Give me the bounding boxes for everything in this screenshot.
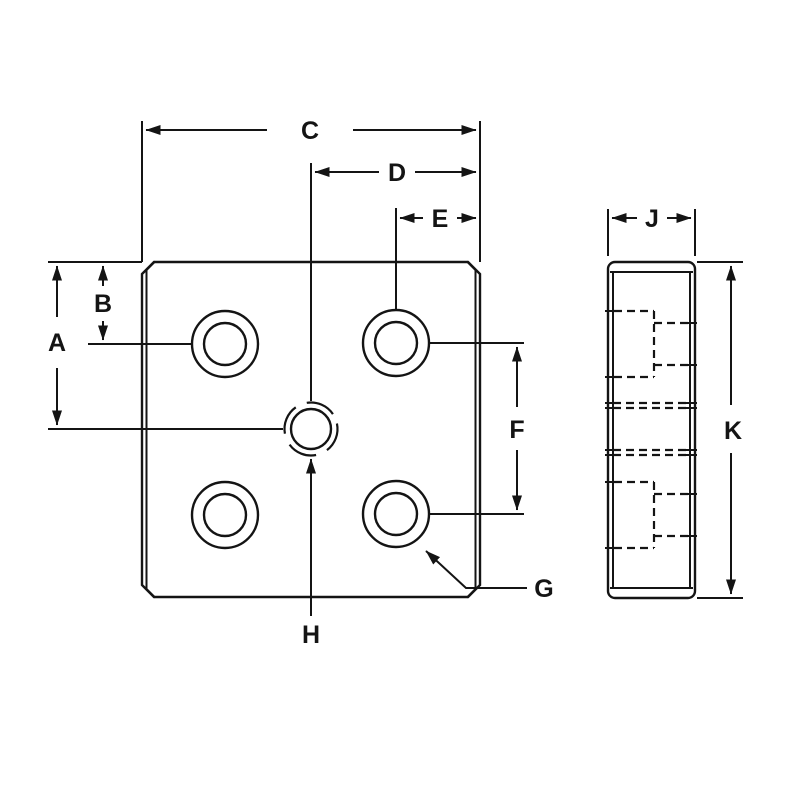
- counterbore-outer-circle: [190, 309, 260, 379]
- side-hidden-top-hole: [605, 309, 697, 379]
- dimension-label-h: H: [302, 621, 320, 649]
- dimension-label-e: E: [432, 205, 449, 233]
- dimension-label-f: F: [509, 416, 524, 444]
- dimension-e: E: [399, 205, 477, 233]
- leader-h: H: [302, 458, 320, 649]
- extension-lines: [48, 121, 743, 599]
- leader-g: G: [425, 550, 554, 603]
- counterbore-hole-bottom-right: [361, 479, 431, 549]
- side-hidden-center-hole: [605, 401, 697, 457]
- counterbore-inner-circle: [202, 492, 248, 538]
- center-tapped-hole: [283, 401, 339, 457]
- dimension-f: F: [509, 346, 525, 511]
- counterbore-hole-top-left: [190, 309, 260, 379]
- dimension-label-a: A: [48, 329, 66, 357]
- dimension-c: C: [145, 117, 477, 145]
- side-view: [605, 260, 697, 600]
- dimension-j: J: [611, 205, 692, 233]
- dimension-label-c: C: [301, 117, 319, 145]
- counterbore-hole-bottom-left: [190, 480, 260, 550]
- dimension-a: A: [48, 265, 66, 426]
- dimension-label-b: B: [94, 290, 112, 318]
- dimension-label-k: K: [724, 417, 742, 445]
- counterbore-outer-circle: [190, 480, 260, 550]
- center-hole-circle: [289, 407, 333, 451]
- front-corner-chamfer-tr: [466, 260, 477, 271]
- counterbore-inner-circle: [373, 491, 419, 537]
- front-corner-chamfer-br: [466, 588, 477, 599]
- front-corner-chamfer-tl: [145, 260, 156, 271]
- dimension-d: D: [314, 159, 477, 187]
- dimension-k: K: [724, 265, 742, 595]
- counterbore-inner-circle: [373, 320, 419, 366]
- counterbore-hole-top-right: [361, 308, 431, 378]
- front-corner-chamfer-bl: [145, 588, 156, 599]
- dimension-b: B: [94, 265, 112, 341]
- dimension-label-g: G: [534, 575, 553, 603]
- dimension-label-d: D: [388, 159, 406, 187]
- counterbore-inner-circle: [202, 321, 248, 367]
- dimension-label-j: J: [645, 205, 659, 233]
- side-hidden-bottom-hole: [605, 480, 697, 550]
- center-hole-thread-circle: [283, 401, 339, 457]
- counterbore-outer-circle: [361, 308, 431, 378]
- counterbore-outer-circle: [361, 479, 431, 549]
- side-plate-outline: [606, 260, 697, 600]
- leader-line: [425, 550, 527, 589]
